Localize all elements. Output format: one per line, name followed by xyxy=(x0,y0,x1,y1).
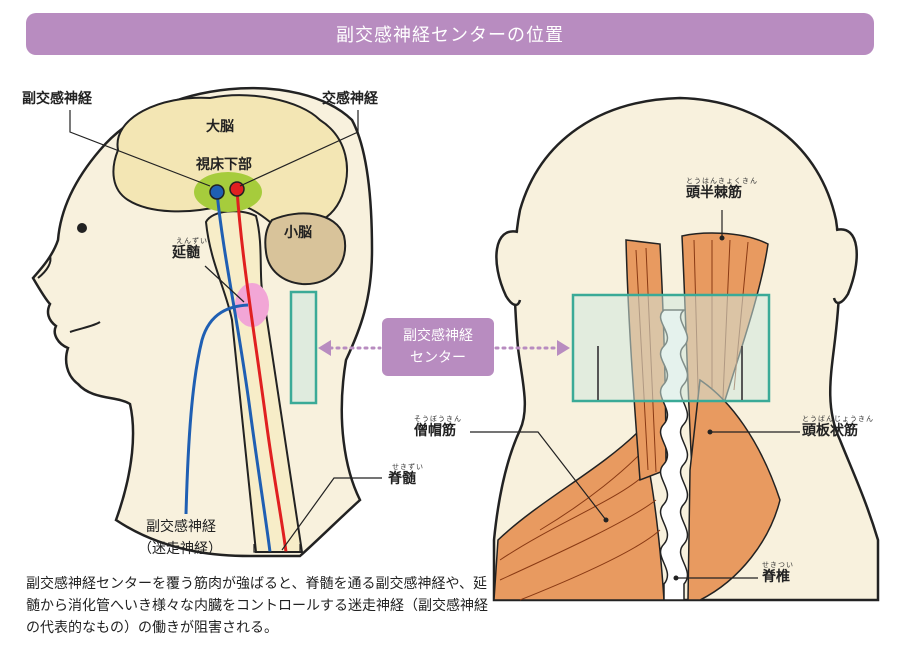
label-sympathetic: 交感神経 xyxy=(322,91,378,107)
label-parasympathetic: 副交感神経 xyxy=(22,91,92,107)
left-ear xyxy=(495,230,522,307)
sympathetic-node xyxy=(229,181,245,197)
hypothalamus xyxy=(194,172,262,212)
parasympathetic-nerve xyxy=(215,192,272,553)
parasympathetic-node xyxy=(209,184,225,200)
ruby-medulla: えんずい xyxy=(176,237,208,245)
label-hypothalamus: 視床下部 xyxy=(196,157,252,173)
label-medulla: 延髄 xyxy=(172,245,200,261)
right-ear xyxy=(832,228,858,305)
center-connectors xyxy=(318,340,570,356)
label-vagus-line2: （迷走神経） xyxy=(138,541,222,557)
label-splenius: 頭板状筋 xyxy=(802,423,858,439)
label-vertebra: 脊椎 xyxy=(762,569,790,585)
vagus-nerve xyxy=(184,303,249,515)
title-banner: 副交感神経センターの位置 xyxy=(26,13,874,55)
sympathetic-nerve xyxy=(235,189,288,553)
brainstem xyxy=(204,210,304,553)
right-center-box xyxy=(571,293,771,403)
label-vagus-line1: 副交感神経 xyxy=(146,519,216,535)
label-semispinalis: 頭半棘筋 xyxy=(686,185,742,201)
ruby-vertebra: せきつい xyxy=(762,561,794,569)
back-head xyxy=(470,96,880,602)
ear-line xyxy=(37,255,52,279)
left-center-box xyxy=(289,290,318,405)
label-trapezius: 僧帽筋 xyxy=(414,423,456,439)
eye xyxy=(77,223,87,233)
cerebellum xyxy=(264,212,347,286)
caption: 副交感神経センターを覆う筋肉が強ばると、脊髄を通る副交感神経や、延髄から消化管へ… xyxy=(26,576,488,636)
ruby-semispinalis: とうはんきょくきん xyxy=(686,177,758,185)
label-cerebrum: 大脳 xyxy=(206,119,234,135)
center-tag-line2: センター xyxy=(410,350,466,366)
center-tag: 副交感神経 センター xyxy=(382,318,494,376)
center-tag-line1: 副交感神経 xyxy=(403,328,473,344)
medulla xyxy=(235,283,269,327)
label-spinal-cord: 脊髄 xyxy=(388,471,416,487)
mouth xyxy=(69,321,101,333)
ruby-trapezius: そうぼうきん xyxy=(414,415,462,423)
label-cerebellum: 小脳 xyxy=(284,225,312,241)
side-head xyxy=(31,86,382,558)
ruby-spinal-cord: せきずい xyxy=(392,463,424,471)
ruby-splenius: とうばんじょうきん xyxy=(802,415,874,423)
cerebrum xyxy=(112,94,348,228)
splenius-muscle xyxy=(687,378,781,601)
